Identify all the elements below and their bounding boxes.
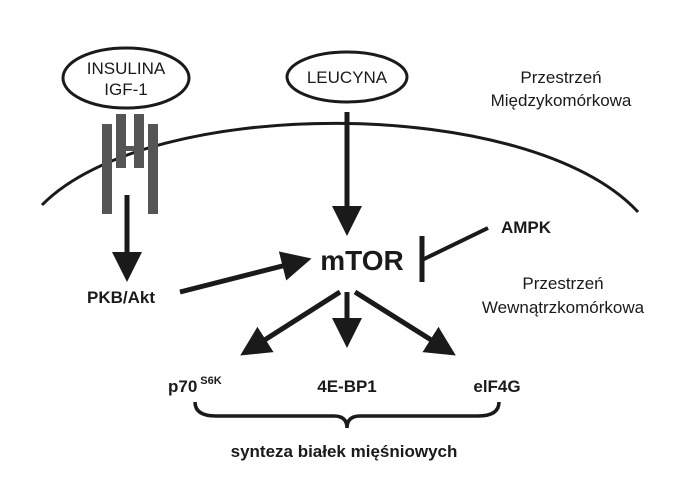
cell-membrane bbox=[40, 121, 640, 214]
extracellular-label-line2: Międzykomórkowa bbox=[491, 91, 632, 110]
leucine-label: LEUCYNA bbox=[307, 68, 388, 87]
leucine-ellipse bbox=[285, 50, 409, 104]
receptor-icon bbox=[102, 114, 158, 214]
intracellular-label-line1: Przestrzeń bbox=[522, 274, 603, 293]
arrow-mtor-to-p70 bbox=[240, 289, 342, 356]
pkb-label: PKB/Akt bbox=[87, 288, 155, 307]
p70-main: p70 bbox=[168, 377, 197, 396]
insulin-label-line2: IGF-1 bbox=[104, 80, 147, 99]
ampk-inhibition-line bbox=[421, 226, 489, 262]
arrow-mtor-to-eif4g bbox=[353, 289, 456, 356]
extracellular-label-line1: Przestrzeń bbox=[520, 68, 601, 87]
mtor-label: mTOR bbox=[320, 245, 404, 276]
insulin-ellipse bbox=[61, 46, 191, 110]
eif4g-label: elF4G bbox=[473, 377, 520, 396]
intracellular-label-line2: Wewnątrzkomórkowa bbox=[482, 298, 645, 317]
insulin-label-line1: INSULINA bbox=[87, 59, 166, 78]
outcome-label: synteza białek mięśniowych bbox=[231, 442, 458, 461]
ampk-label: AMPK bbox=[501, 218, 552, 237]
arrow-pkb-to-mtor bbox=[179, 251, 312, 295]
p70-superscript: S6K bbox=[200, 375, 221, 387]
4ebp1-label: 4E-BP1 bbox=[317, 377, 377, 396]
bracket bbox=[193, 401, 501, 429]
